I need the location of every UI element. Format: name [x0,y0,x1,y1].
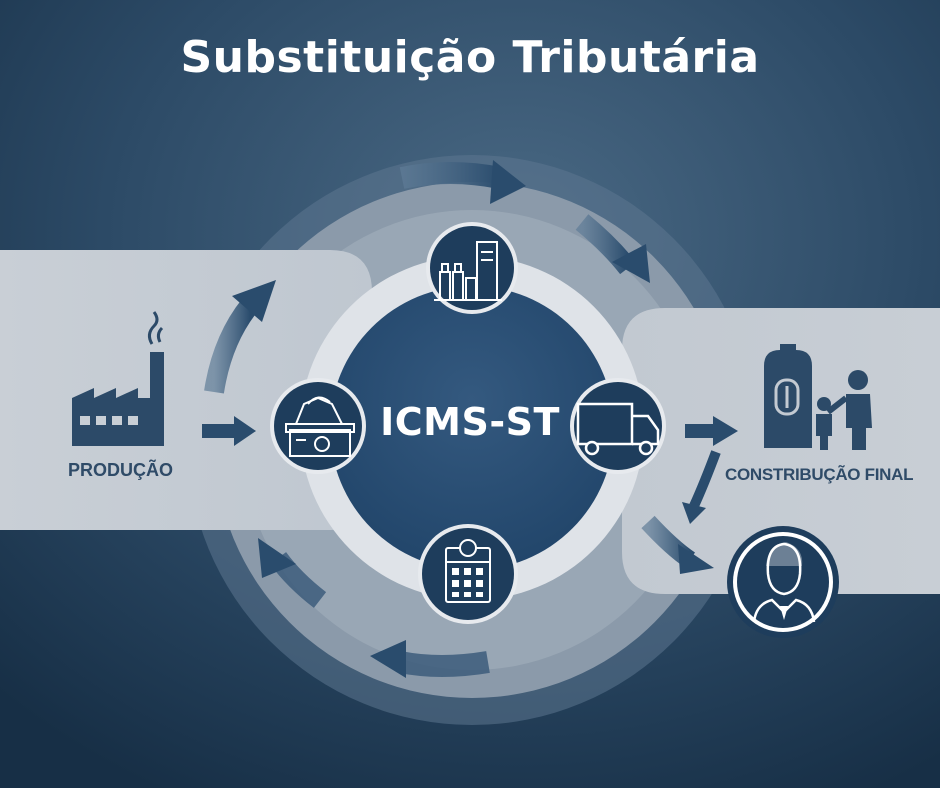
production-label: PRODUÇÃO [68,460,174,480]
consumer-family-icon [764,344,872,450]
production-panel [0,250,372,530]
node-bottom [418,524,518,624]
node-top [426,222,518,314]
calendar-icon [445,539,491,603]
final-contribution-label: CONSTRIBUÇÃO FINAL [725,465,914,484]
goods-crates-icon [285,396,355,457]
industry-buildings-icon [434,241,502,301]
node-right [570,378,666,474]
diagram-title: Substituição Tributária [180,32,760,83]
delivery-truck-icon [576,402,660,456]
factory-icon [72,311,164,446]
center-label: ICMS-ST [380,400,560,444]
icms-st-center [330,286,614,570]
businessman-avatar-icon [727,526,839,638]
node-left [270,378,366,474]
flow-arrows [202,160,738,678]
